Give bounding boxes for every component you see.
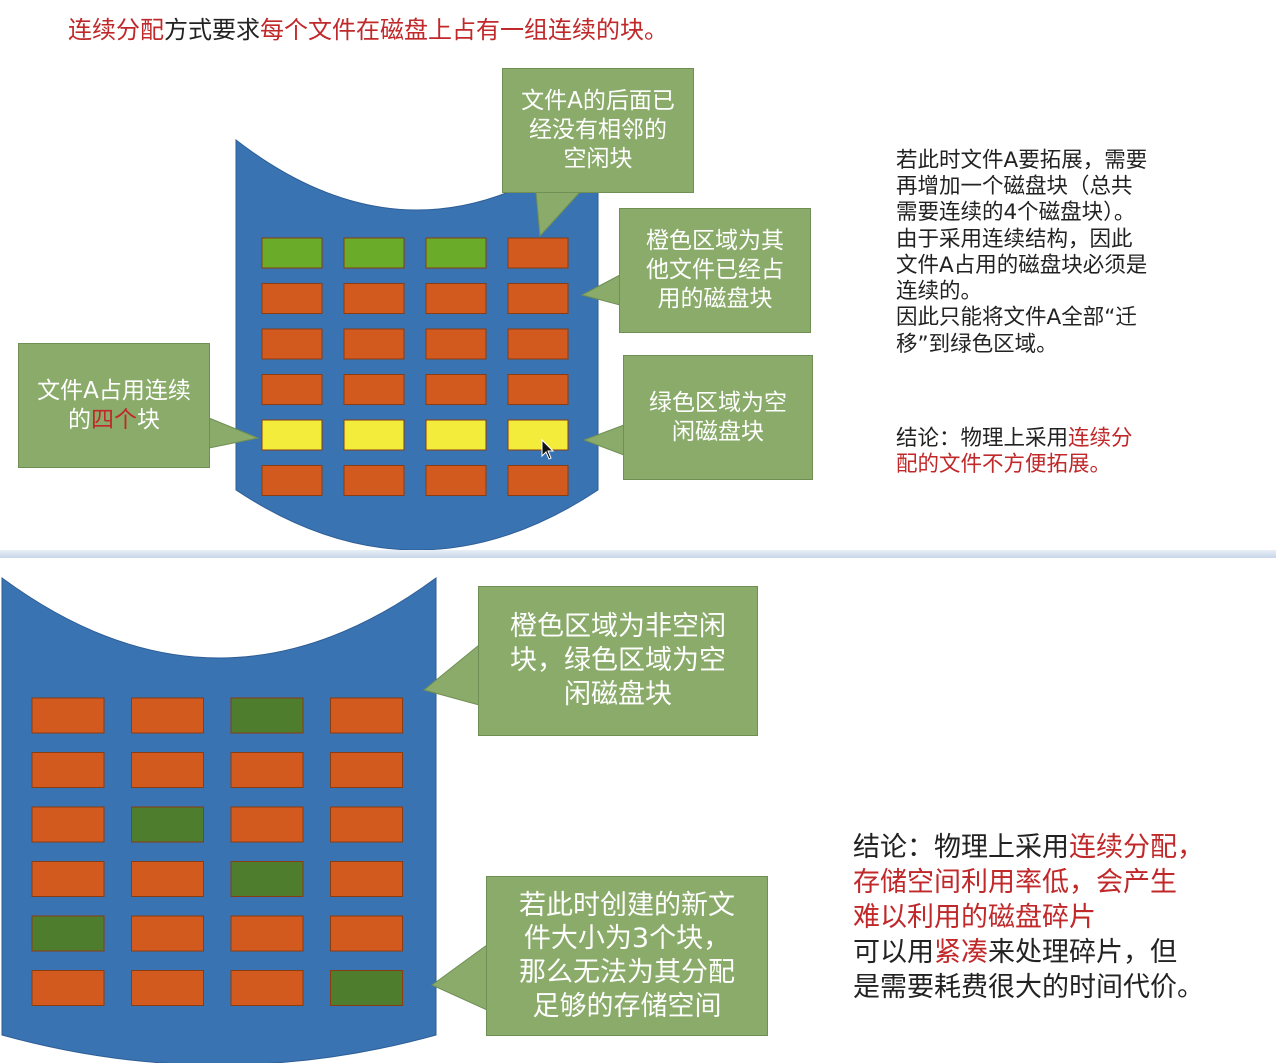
bottom-block-r5c4 <box>330 915 403 952</box>
callout-fileA-four-blocks: 文件A占用连续 的四个块 <box>18 343 210 468</box>
top-block-r1c2 <box>343 237 405 269</box>
top-block-r1c3 <box>425 237 487 269</box>
top-block-r6c2 <box>343 465 405 496</box>
bottom-block-r2c2 <box>131 752 204 788</box>
callout-legend: 橙色区域为非空闲 块，绿色区域为空 闲磁盘块 <box>478 586 758 736</box>
top-block-r4c3 <box>425 374 487 405</box>
callout-new-file: 若此时创建的新文 件大小为3个块， 那么无法为其分配 足够的存储空间 <box>486 876 768 1036</box>
top-block-r4c2 <box>343 374 405 405</box>
bottom-block-r3c3 <box>230 806 304 843</box>
top-block-r2c3 <box>425 283 487 314</box>
bottom-line2-highlight: 紧凑 <box>934 937 988 969</box>
top-block-r1c1 <box>261 237 323 269</box>
bottom-block-r1c4 <box>330 697 403 734</box>
mouse-cursor-icon <box>541 438 555 460</box>
bottom-block-r1c3 <box>230 697 304 734</box>
top-block-r2c1 <box>261 283 323 314</box>
bottom-conclusion: 结论：物理上采用连续分配， 存储空间利用率低，会产生 难以利用的磁盘碎片 可以用… <box>853 830 1204 1005</box>
callout-legend-text: 橙色区域为非空闲 块，绿色区域为空 闲磁盘块 <box>510 611 726 710</box>
tail-new-file <box>431 944 488 1011</box>
bottom-block-r5c3 <box>230 915 304 952</box>
top-block-r4c1 <box>261 374 323 405</box>
top-block-r4c4 <box>507 374 569 405</box>
top-block-r1c4 <box>507 237 569 269</box>
bottom-block-r2c1 <box>31 752 105 788</box>
callout-orange-occupied-text: 橙色区域为其 他文件已经占 用的磁盘块 <box>646 228 784 312</box>
bottom-disk-shape <box>1 577 437 1063</box>
callout-new-file-text: 若此时创建的新文 件大小为3个块， 那么无法为其分配 足够的存储空间 <box>519 889 735 1022</box>
bottom-block-r4c1 <box>31 861 105 897</box>
bottom-line2-prefix: 可以用 <box>853 937 934 969</box>
top-block-r5c4 <box>507 419 569 451</box>
bottom-block-r2c4 <box>330 752 403 788</box>
bottom-block-r1c1 <box>31 697 105 734</box>
callout-green-free: 绿色区域为空 闲磁盘块 <box>623 355 813 480</box>
bottom-block-r6c4 <box>330 970 403 1006</box>
bottom-block-r3c2 <box>131 806 204 843</box>
callout-fileA-part2: 块 <box>136 406 160 433</box>
page-title: 连续分配方式要求每个文件在磁盘上占有一组连续的块。 <box>68 10 668 45</box>
callout-tails <box>208 191 625 1011</box>
bottom-block-r1c2 <box>131 697 204 734</box>
top-block-r5c3 <box>425 419 487 451</box>
bottom-conclusion-prefix: 结论：物理上采用 <box>853 832 1069 863</box>
top-block-r6c4 <box>507 465 569 496</box>
title-highlight-2: 每个文件在磁盘上占有一组连续的块。 <box>260 16 668 44</box>
section-divider <box>0 550 1276 558</box>
top-conclusion: 结论：物理上采用连续分 配的文件不方便拓展。 <box>896 426 1133 478</box>
title-plain: 方式要求 <box>164 16 260 44</box>
bottom-block-r4c2 <box>131 861 204 897</box>
bottom-block-grid <box>31 697 403 1006</box>
top-block-r2c2 <box>343 283 405 314</box>
bottom-block-r6c2 <box>131 970 204 1006</box>
top-block-r5c1 <box>261 419 323 451</box>
top-block-r3c3 <box>425 328 487 360</box>
bottom-conclusion-highlight: 连续分配， 存储空间利用率低，会产生 难以利用的磁盘碎片 <box>853 832 1204 934</box>
bottom-line2-suffix: 来处理碎片，但 是需要耗费很大的时间代价。 <box>853 937 1204 1004</box>
bottom-block-r4c3 <box>230 861 304 897</box>
top-conclusion-prefix: 结论：物理上采用 <box>896 426 1069 451</box>
callout-fileA-text: 文件A占用连续 的四个块 <box>37 377 191 435</box>
top-conclusion-highlight: 连续分 配的文件不方便拓展。 <box>896 426 1133 478</box>
top-block-r3c1 <box>261 328 323 360</box>
bottom-block-r5c1 <box>31 915 105 952</box>
top-block-grid <box>261 237 569 496</box>
top-block-r3c4 <box>507 328 569 360</box>
bottom-block-r2c3 <box>230 752 304 788</box>
bottom-block-r3c1 <box>31 806 105 843</box>
callout-fileA-highlight: 四个 <box>90 406 137 433</box>
top-block-r3c2 <box>343 328 405 360</box>
bottom-block-r6c1 <box>31 970 105 1006</box>
callout-fileA-part1: 文件A占用连续 的 <box>37 377 191 433</box>
top-block-r2c4 <box>507 283 569 314</box>
top-block-r5c2 <box>343 419 405 451</box>
callout-no-adjacent-free-text: 文件A的后面已 经没有相邻的 空闲块 <box>521 88 675 172</box>
bottom-disk-cylinder <box>1 577 437 1063</box>
callout-orange-occupied: 橙色区域为其 他文件已经占 用的磁盘块 <box>619 208 811 333</box>
bottom-block-r4c4 <box>330 861 403 897</box>
top-block-r6c3 <box>425 465 487 496</box>
bottom-block-r6c3 <box>230 970 304 1006</box>
bottom-block-r5c2 <box>131 915 204 952</box>
callout-no-adjacent-free: 文件A的后面已 经没有相邻的 空闲块 <box>502 68 694 193</box>
top-explanation: 若此时文件A要拓展，需要 再增加一个磁盘块（总共 需要连续的4个磁盘块）。 由于… <box>896 148 1148 357</box>
top-block-r6c1 <box>261 465 323 496</box>
callout-green-free-text: 绿色区域为空 闲磁盘块 <box>649 389 787 445</box>
bottom-block-r3c4 <box>330 806 403 843</box>
title-highlight-1: 连续分配 <box>68 16 164 44</box>
